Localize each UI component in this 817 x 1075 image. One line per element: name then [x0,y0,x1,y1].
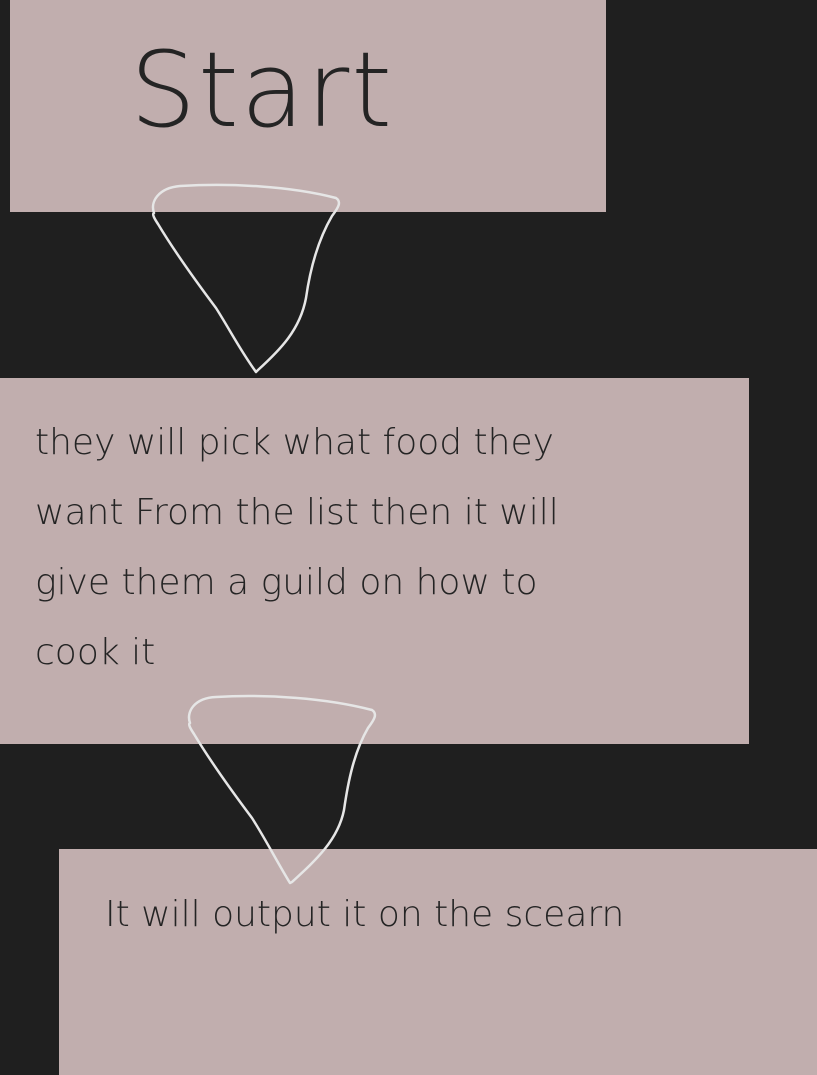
start-node-label: Start [130,29,395,151]
pick-food-node-label: they will pick what food they want From … [35,422,559,673]
arrow-pick-to-output-stroke [187,694,377,885]
pick-food-node: they will pick what food they want From … [0,378,749,744]
arrow-start-to-pick-stroke [151,183,341,374]
arrow-start-to-pick [151,183,341,374]
start-node: Start [10,0,606,212]
output-node: It will output it on the scearn [59,849,817,1075]
arrow-pick-to-output [187,694,377,885]
output-node-label: It will output it on the scearn [105,894,625,935]
